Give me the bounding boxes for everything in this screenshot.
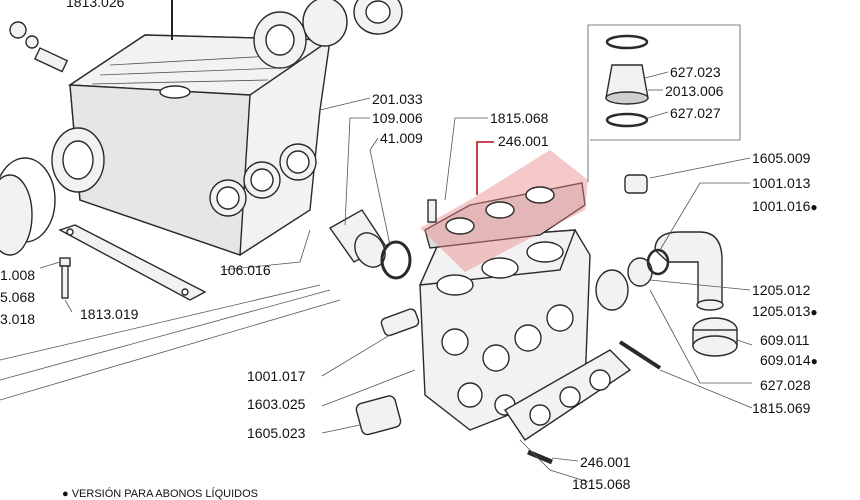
bearing-assembly [253, 0, 403, 69]
label-1815-068-bottom: 1815.068 [572, 476, 631, 492]
label-1605-023: 1605.023 [247, 425, 306, 441]
label-609-014-text: 609.014 [760, 352, 811, 368]
base-rail-106-016 [58, 224, 207, 301]
label-1605-009: 1605.009 [752, 150, 811, 166]
liquid-version-marker: ● [810, 354, 818, 368]
bolt-1815-068-top [427, 199, 437, 223]
adapter-1205-012 [595, 248, 670, 311]
label-1813-019: 1813.019 [80, 306, 139, 322]
oil-seal-ring [0, 157, 56, 256]
label-1001-017: 1001.017 [247, 368, 306, 384]
label-1205-012: 1205.012 [752, 282, 811, 298]
footnote: ● VERSIÓN PARA ABONOS LÍQUIDOS [62, 488, 258, 500]
nut-609-011 [692, 317, 738, 357]
footnote-marker: ● [62, 488, 69, 500]
label-609-011: 609.011 [760, 332, 810, 348]
label-3-018: 3.018 [0, 311, 36, 327]
label-1001-013: 1001.013 [752, 175, 811, 191]
label-627-027: 627.027 [670, 105, 721, 121]
label-246-001-bottom: 246.001 [580, 454, 631, 470]
bolt-1813-019 [59, 257, 71, 299]
liquid-version-marker: ● [810, 200, 818, 214]
liquid-version-marker: ● [810, 305, 818, 319]
bolt-1815-069 [618, 340, 662, 370]
label-1603-025: 1603.025 [247, 396, 306, 412]
label-1205-013-text: 1205.013 [752, 303, 811, 319]
label-109-006: 109.006 [372, 110, 423, 126]
label-1815-069: 1815.069 [752, 400, 811, 416]
fitting-1813-026 [9, 21, 69, 73]
label-627-023: 627.023 [670, 64, 721, 80]
valve-cap-group [605, 34, 649, 128]
footnote-text: VERSIÓN PARA ABONOS LÍQUIDOS [71, 488, 258, 500]
leader-lines [0, 24, 753, 483]
label-627-028: 627.028 [760, 377, 811, 393]
valve-plate-246-001-highlighted[interactable] [420, 150, 588, 272]
label-1813-026: 1813.026 [66, 0, 125, 10]
label-1001-016-text: 1001.016 [752, 198, 811, 214]
sleeve-109-006 [328, 209, 387, 268]
o-ring-41-009 [380, 240, 412, 280]
label-106-016: 106.016 [220, 262, 271, 278]
bolt-1815-068-bottom [527, 449, 553, 465]
label-5-068: 5.068 [0, 289, 36, 305]
label-2013-006: 2013.006 [665, 83, 724, 99]
label-1001-008: 1.008 [0, 267, 36, 283]
label-1001-016: 1001.016● [752, 198, 818, 215]
label-41-009: 41.009 [380, 130, 423, 146]
elbow-fitting-1001-013 [654, 231, 724, 311]
selected-leader-line [476, 141, 494, 195]
plug-1605-023 [355, 395, 402, 436]
label-201-033: 201.033 [372, 91, 423, 107]
label-1815-068-top: 1815.068 [490, 110, 549, 126]
label-1205-013: 1205.013● [752, 303, 818, 320]
crankcase-201-033 [51, 0, 333, 256]
fitting-1001-017 [380, 308, 420, 337]
label-246-001-top[interactable]: 246.001 [498, 133, 549, 149]
valve-plate-246-001-bottom [504, 349, 632, 441]
label-609-014: 609.014● [760, 352, 818, 369]
plug-1605-009 [624, 174, 648, 194]
